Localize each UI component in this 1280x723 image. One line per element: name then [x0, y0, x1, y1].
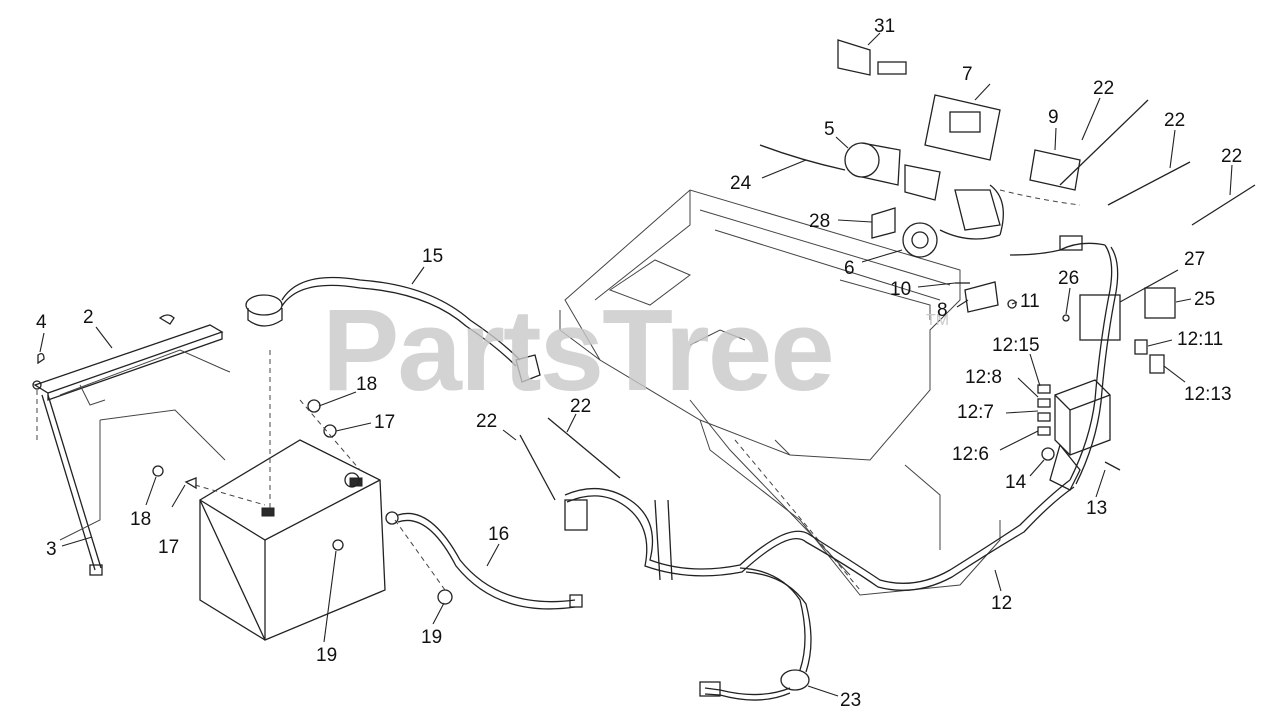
callout-22b[interactable]: 22 [1164, 110, 1186, 131]
callout-10[interactable]: 10 [890, 279, 912, 300]
callout-12-11[interactable]: 12:11 [1177, 329, 1224, 350]
callout-12-15[interactable]: 12:15 [992, 335, 1040, 356]
callout-8[interactable]: 8 [937, 300, 948, 321]
callout-11[interactable]: 11 [1020, 291, 1040, 312]
callout-7[interactable]: 7 [962, 64, 973, 85]
battery-hardware [152, 350, 453, 605]
callout-14[interactable]: 14 [1005, 472, 1027, 493]
callout-9[interactable]: 9 [1048, 107, 1059, 128]
callout-28[interactable]: 28 [809, 211, 831, 232]
callout-18a[interactable]: 18 [356, 374, 378, 395]
callout-5[interactable]: 5 [824, 119, 835, 140]
callout-26[interactable]: 26 [1058, 268, 1080, 289]
battery [199, 439, 386, 641]
callout-12-7[interactable]: 12:7 [957, 402, 994, 423]
dash-components [519, 39, 1256, 501]
callout-25[interactable]: 25 [1194, 289, 1216, 310]
callout-16[interactable]: 16 [488, 524, 510, 545]
callout-15[interactable]: 15 [422, 246, 444, 267]
callout-17b[interactable]: 17 [158, 537, 180, 558]
callout-24[interactable]: 24 [730, 173, 752, 194]
callout-19b[interactable]: 19 [421, 627, 443, 648]
chassis-frame [559, 189, 1001, 596]
callout-2[interactable]: 2 [83, 307, 94, 328]
callout-22c[interactable]: 22 [1221, 146, 1243, 167]
callout-13[interactable]: 13 [1086, 498, 1108, 519]
battery-holddown [32, 314, 231, 576]
callout-17a[interactable]: 17 [374, 412, 396, 433]
callout-22d[interactable]: 22 [476, 411, 498, 432]
callout-4[interactable]: 4 [36, 312, 47, 333]
negative-cable [385, 511, 583, 610]
callout-27[interactable]: 27 [1184, 249, 1206, 270]
positive-cable [245, 276, 541, 383]
callout-12-13[interactable]: 12:13 [1184, 384, 1232, 405]
callout-6[interactable]: 6 [844, 258, 855, 279]
callout-3[interactable]: 3 [46, 539, 57, 560]
partstree-watermark: PartsTree [322, 285, 835, 415]
callout-leader-lines [39, 32, 1233, 697]
fuse-relay-block [1037, 287, 1176, 456]
callout-23[interactable]: 23 [840, 690, 862, 711]
callout-12[interactable]: 12 [991, 593, 1013, 614]
callout-12-6[interactable]: 12:6 [952, 444, 989, 465]
main-harness [564, 184, 1121, 701]
callout-22a[interactable]: 22 [1093, 78, 1115, 99]
callout-22e[interactable]: 22 [570, 396, 592, 417]
callout-18b[interactable]: 18 [130, 509, 152, 530]
trademark-mark: TM [926, 312, 950, 329]
callout-19a[interactable]: 19 [316, 645, 338, 666]
callout-31[interactable]: 31 [874, 16, 896, 37]
callout-12-8[interactable]: 12:8 [965, 367, 1002, 388]
